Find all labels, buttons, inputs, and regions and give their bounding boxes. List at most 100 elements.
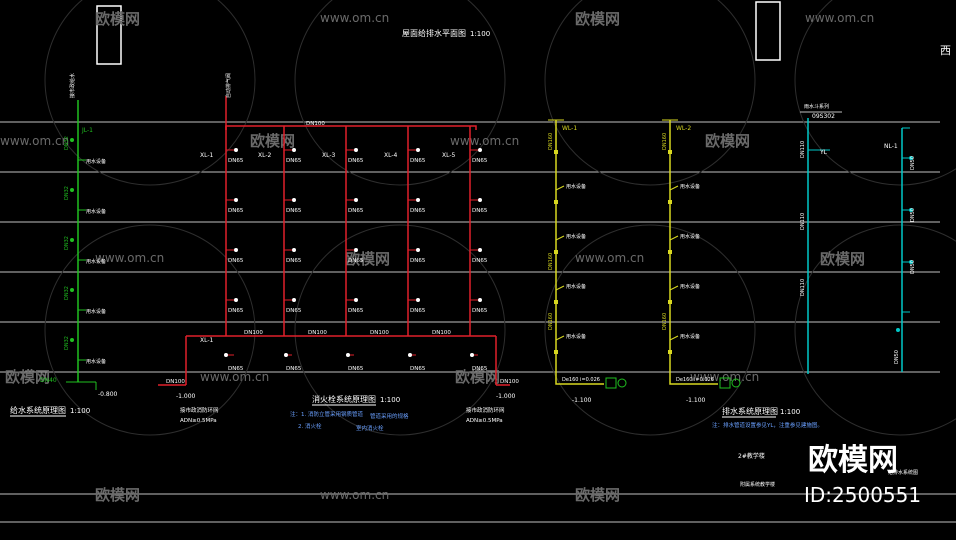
drain-pipe-size: DN160	[548, 133, 554, 150]
roof-plan-title: 屋面给排水平面图	[402, 28, 466, 38]
watermark-site: www.om.cn	[200, 370, 269, 384]
rain-riser-1: YL	[819, 149, 828, 156]
watermark-brand: 欧模网	[345, 250, 390, 268]
fire-branch-size: DN65	[410, 158, 426, 164]
rain-pipe-2: DN50	[894, 350, 900, 364]
watermark-site: www.om.cn	[450, 134, 519, 148]
drain-fixture: 用水设备	[566, 183, 586, 190]
supply-pipe-size: DN32	[64, 136, 70, 150]
fire-note-2: 2. 消火栓	[298, 422, 322, 430]
rain-pipe-2: DN50	[910, 260, 916, 274]
fire-main-size: DN100	[308, 330, 327, 336]
drain-fixture: 用水设备	[680, 333, 700, 340]
supply-fixture: 用水设备	[86, 208, 106, 215]
fire-main-size: DN100	[432, 330, 451, 336]
fire-branch-size: DN65	[472, 158, 488, 164]
drain-elev-1: -1.100	[572, 397, 592, 404]
rain-header-1: 雨水斗系列	[804, 103, 829, 110]
watermark-brand: 欧模网	[820, 250, 865, 268]
supply-fixture: 用水设备	[86, 258, 106, 265]
fire-branch-size: DN65	[348, 258, 364, 264]
school-name: 2#教学楼	[738, 452, 765, 460]
fire-branch-size: DN65	[472, 208, 488, 214]
drain-outlet-1: De160 i=0.026	[562, 377, 600, 383]
fire-branch-size: DN65	[286, 308, 302, 314]
supply-fixture: 用水设备	[86, 358, 106, 365]
drainage-title: 排水系统原理图	[722, 406, 778, 416]
id-watermark: ID:2500551	[804, 483, 921, 507]
fire-branch-size: DN65	[410, 258, 426, 264]
watermark-brand: 欧模网	[95, 486, 140, 504]
fire-notes: 注：1. 消防立管采用钢质管道 管道采用的规格 2. 消火栓 室内消火栓	[290, 410, 409, 432]
supply-pipe-size: DN32	[64, 186, 70, 200]
fire-elev-right: -1.000	[496, 393, 516, 400]
fire-branch-size: DN65	[410, 208, 426, 214]
drain-fixture: 用水设备	[680, 233, 700, 240]
supply-fixture: 用水设备	[86, 308, 106, 315]
rain-header-2: 09S302	[812, 113, 835, 120]
fire-branch-size: DN65	[410, 366, 426, 372]
rain-pipe-1: DN110	[800, 213, 806, 230]
drainage-note: 注：排水管道设置参见YL，注重参见建施图。	[712, 421, 823, 429]
watermark-site: www.om.cn	[320, 488, 389, 502]
fire-ring-left: 接市政消防环网	[180, 406, 219, 414]
supply-pipe-size: DN32	[64, 286, 70, 300]
watermark-brand: 欧模网	[250, 132, 295, 150]
brand-watermark-large: 欧模网	[808, 443, 898, 478]
fire-note-1: 注：1. 消防立管采用钢质管道	[290, 410, 363, 418]
fire-riser-label: XL-3	[322, 152, 336, 159]
drain-pipe-size: DN160	[548, 313, 554, 330]
watermark-brand: 欧模网	[575, 10, 620, 28]
fire-hydrant-scale: 1:100	[380, 396, 400, 404]
drain-fixture: 用水设备	[680, 183, 700, 190]
fire-riser-label: XL-1	[200, 152, 214, 159]
drain-pipe-size: DN160	[662, 313, 668, 330]
rain-pipe-2: DN50	[910, 208, 916, 222]
fire-branch-size: DN65	[286, 366, 302, 372]
watermark-brand: 欧模网	[575, 486, 620, 504]
fire-branch-size: DN65	[286, 208, 302, 214]
fire-main-size: DN100	[370, 330, 389, 336]
fire-main-size: DN100	[244, 330, 263, 336]
watermarks: 欧模网 www.om.cn 欧模网 www.om.cn www.om.cn 欧模…	[0, 10, 874, 504]
drain-pipe-size: DN160	[548, 253, 554, 270]
fire-branch-size: DN65	[472, 366, 488, 372]
fire-branch-size: DN65	[228, 208, 244, 214]
watermark-site: www.om.cn	[95, 251, 164, 265]
supply-elevation: -0.800	[98, 391, 118, 398]
fire-branch-size: DN65	[228, 158, 244, 164]
watermark-site: www.om.cn	[690, 370, 759, 384]
fire-branch-size: DN65	[286, 158, 302, 164]
fire-ring-right: 接市政消防环网	[466, 406, 505, 414]
watermark-brand: 欧模网	[705, 132, 750, 150]
watermark-circles	[44, 0, 956, 436]
drain-fixture: 用水设备	[566, 283, 586, 290]
fire-branch-size: DN65	[410, 308, 426, 314]
fire-pressure-right: ADN≥0.5MPa	[466, 418, 503, 424]
fire-hydrant-title: 消火栓系统原理图	[312, 394, 376, 404]
supply-pipe-size: DN32	[64, 336, 70, 350]
drainage-system: WL-1 WL-2 DN160 DN160 DN160 DN160 DN160 …	[548, 119, 741, 404]
fire-inlet-right: DN100	[500, 379, 519, 385]
drain-fixture: 用水设备	[566, 233, 586, 240]
fire-inlet-left: DN100	[166, 379, 185, 385]
fire-hydrant-system: 自动排气阀	[158, 73, 519, 424]
fire-branch-size: DN65	[286, 258, 302, 264]
supply-fixture: 用水设备	[86, 158, 106, 165]
fire-branch-size: DN65	[228, 366, 244, 372]
roof-plan-scale: 1:100	[470, 30, 490, 38]
watermark-brand: 欧模网	[5, 368, 50, 386]
drain-riser-1: WL-1	[562, 125, 577, 132]
fire-branch-size: DN65	[348, 366, 364, 372]
rain-riser-2: NL-1	[884, 143, 898, 150]
fire-note-2b: 室内消火栓	[356, 424, 384, 432]
drainage-scale: 1:100	[780, 408, 800, 416]
supply-pipe-size: DN32	[64, 236, 70, 250]
fire-riser-label: XL-2	[258, 152, 272, 159]
fire-branch-size: DN65	[472, 308, 488, 314]
rain-pipe-1: DN110	[800, 279, 806, 296]
watermark-site: www.om.cn	[320, 11, 389, 25]
fire-main-size: DN100	[306, 121, 325, 127]
fire-branch-size: DN65	[228, 258, 244, 264]
watermark-site: www.om.cn	[575, 251, 644, 265]
